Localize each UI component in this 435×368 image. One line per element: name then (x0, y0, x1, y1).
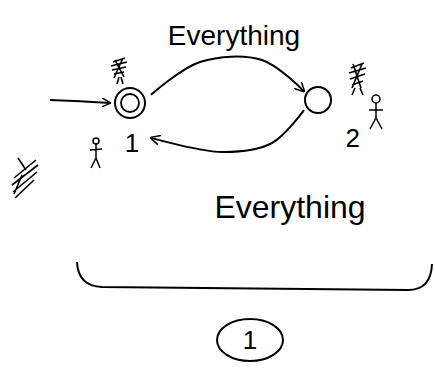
stick-figure (369, 95, 383, 129)
state-outline (121, 94, 139, 112)
edge-label: Everything (165, 21, 303, 52)
state-outline (115, 88, 145, 118)
state-circle: 1 (113, 86, 151, 158)
scribbled-figure (349, 63, 366, 95)
scribble (111, 58, 127, 78)
edge-label: Everything (211, 190, 368, 225)
node-text-holder: 1 (216, 318, 284, 362)
bracket (77, 262, 432, 290)
figure-body (369, 103, 383, 129)
scribble (12, 158, 38, 198)
entry-arrow (50, 100, 110, 103)
transition-arrow (151, 110, 304, 152)
state-outline (305, 87, 331, 113)
state-number: 1 (113, 129, 151, 158)
node-text-holder: 2 (304, 124, 360, 153)
callout-number: 1 (243, 326, 257, 355)
transition-arrow (151, 57, 304, 95)
figure-body (90, 144, 102, 168)
scribble-legs (352, 88, 363, 95)
stick-figure (90, 138, 102, 168)
scribbled-figure (12, 158, 38, 198)
scribbled-figure (111, 58, 127, 84)
state-number: 2 (304, 124, 360, 153)
callout-outline (217, 319, 283, 361)
state-circle: 2 (304, 86, 360, 153)
figure-head (93, 138, 99, 144)
node-text-holder: 1 (113, 129, 151, 158)
figure-head (372, 95, 380, 103)
callout-circle: 1 (216, 318, 284, 362)
scribble (349, 63, 366, 88)
scribble-legs (117, 77, 123, 84)
